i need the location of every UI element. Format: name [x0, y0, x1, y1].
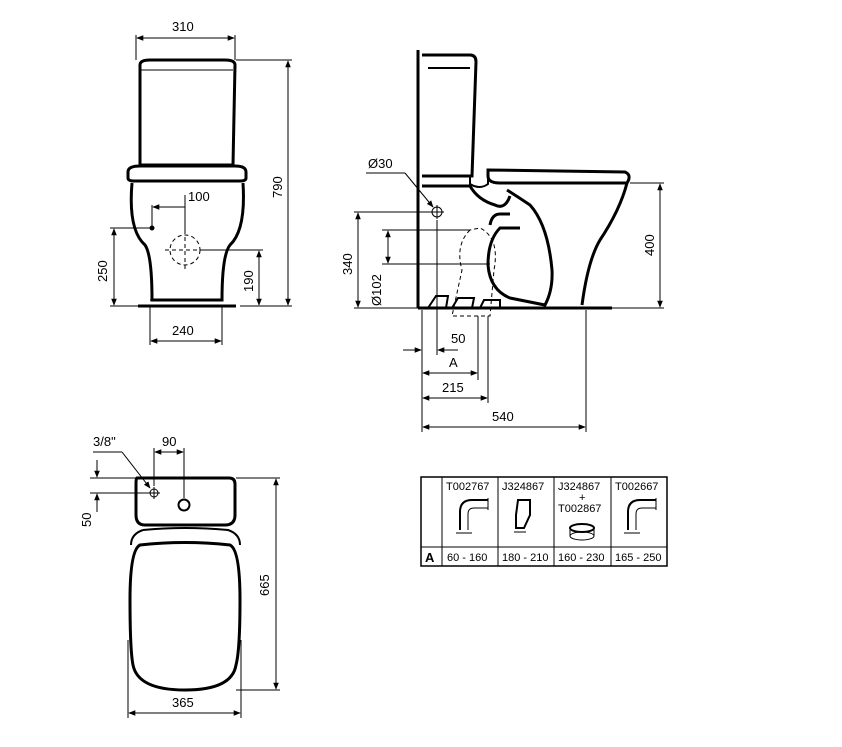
dim-top-inlet-offset: 50 [79, 513, 94, 527]
table-code-2: J324867 [502, 481, 544, 493]
top-view: 3/8" 90 50 665 365 [79, 434, 280, 718]
front-seat [126, 164, 248, 183]
connector-icon-3 [569, 523, 595, 541]
dim-side-wall-offset: 50 [451, 331, 465, 346]
dim-front-height-total: 790 [270, 176, 285, 198]
dim-front-outlet-height: 250 [95, 260, 110, 282]
dim-side-seat-height: 400 [642, 234, 657, 256]
connector-icon-4 [624, 498, 657, 534]
top-inlet-large [177, 498, 191, 512]
dim-front-base-width: 240 [172, 323, 194, 338]
table-code-1: T002767 [446, 481, 489, 493]
side-outlet-dashed [451, 227, 496, 317]
front-view: 310 790 100 250 190 240 [95, 19, 292, 345]
connector-table: A T002767 60 - 160 J324867 180 - 210 J32… [420, 476, 668, 567]
side-seat [486, 168, 631, 185]
dim-top-inlet-spacing: 90 [162, 434, 176, 449]
dim-side-var-A: A [449, 355, 458, 370]
table-code-3: J324867 [558, 481, 600, 493]
side-trapway [486, 188, 554, 307]
table-code-4: T002667 [615, 481, 658, 493]
dim-top-inlet-thread: 3/8" [93, 434, 116, 449]
dim-front-width-top: 310 [172, 19, 194, 34]
side-view: Ø30 400 340 Ø102 50 A 215 540 [340, 50, 664, 432]
dim-front-outlet-center: 190 [241, 270, 256, 292]
table-row-label: A [425, 550, 435, 565]
top-cistern [134, 476, 237, 527]
table-range-1: 60 - 160 [447, 552, 487, 564]
table-code2-3: T002867 [558, 503, 601, 515]
table-range-3: 160 - 230 [558, 552, 604, 564]
dim-top-length: 665 [257, 574, 272, 596]
dim-side-inlet-diameter: Ø30 [368, 156, 393, 171]
connector-icon-2 [514, 499, 531, 533]
table-range-2: 180 - 210 [502, 552, 548, 564]
dim-front-inlet-offset: 100 [188, 189, 210, 204]
dim-side-outlet-diameter: Ø102 [369, 274, 384, 306]
top-seat [128, 541, 242, 692]
dim-side-total-depth: 540 [492, 409, 514, 424]
dim-top-width: 365 [172, 695, 194, 710]
dim-side-outlet-depth: 215 [442, 380, 464, 395]
connector-icon-1 [456, 498, 489, 534]
dim-side-inlet-height: 340 [340, 253, 355, 275]
table-range-4: 165 - 250 [615, 552, 661, 564]
side-cistern [422, 53, 478, 178]
table-plus-3: + [579, 492, 585, 504]
front-cistern [138, 58, 237, 167]
